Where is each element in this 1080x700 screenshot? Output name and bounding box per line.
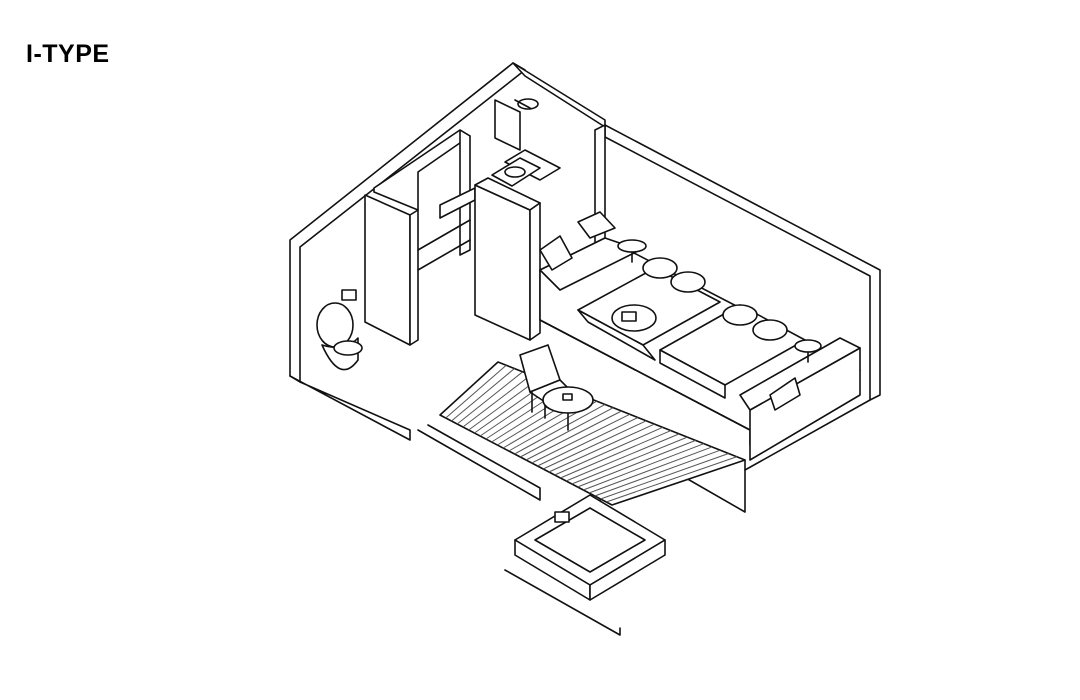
toilet-icon xyxy=(316,289,363,371)
rug-hatch-line xyxy=(583,443,705,491)
rug-hatch-line xyxy=(548,423,655,473)
rug-hatch-line xyxy=(600,452,729,500)
rug-hatch-line xyxy=(514,404,606,455)
rug-hatch-line xyxy=(565,433,680,482)
rug-hatch-line xyxy=(462,374,532,428)
rug xyxy=(439,361,746,506)
rug-hatch-line xyxy=(468,377,540,431)
rug-hatch-line xyxy=(537,417,639,467)
tablet-icon xyxy=(769,377,801,411)
shower-head-icon xyxy=(514,98,539,110)
rug-hatch-line xyxy=(571,436,688,485)
pillows xyxy=(642,257,788,341)
bathroom-partitions xyxy=(364,99,606,346)
rug-hatch-line xyxy=(456,371,524,425)
side-table xyxy=(542,386,594,431)
book-icon xyxy=(577,211,616,239)
rug-hatch-line xyxy=(525,410,622,461)
rug-hatch-line xyxy=(542,420,647,470)
rug-hatch-line xyxy=(606,456,737,503)
laptop-icon xyxy=(539,235,573,271)
rug-hatch-line xyxy=(560,430,672,479)
basin-icon xyxy=(491,157,541,187)
rug-hatch-line xyxy=(520,407,614,458)
rug-hatch-line xyxy=(451,368,515,422)
rug-hatch-line xyxy=(554,426,663,476)
nightstand-lamps xyxy=(617,239,822,363)
plan-title: I-TYPE xyxy=(26,40,110,68)
rug-hatch-line xyxy=(531,413,630,464)
rug-hatch-line xyxy=(445,364,507,419)
bathtub xyxy=(504,494,666,636)
rug-hatch-line xyxy=(577,439,696,488)
rug-hatch-line xyxy=(594,449,721,497)
rug-hatch-line xyxy=(588,446,713,494)
